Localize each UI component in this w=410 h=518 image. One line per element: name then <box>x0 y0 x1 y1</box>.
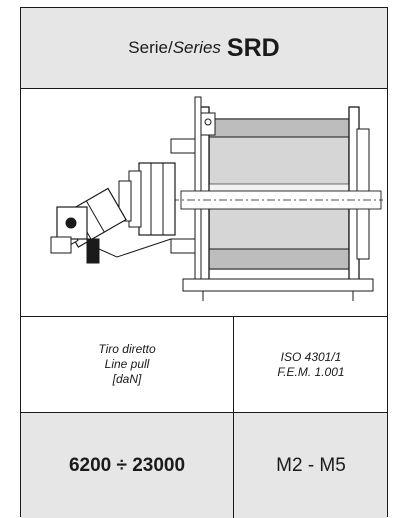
line-pull-value: 6200 ÷ 23000 <box>68 454 186 476</box>
standard-value: M2 - M5 <box>276 454 346 476</box>
winch-drawing-icon <box>50 96 383 301</box>
product-card: Serie/Series SRD <box>20 7 388 518</box>
model-name: SRD <box>226 33 280 62</box>
standard-fem: F.E.M. 1.001 <box>277 364 345 379</box>
standard-iso: ISO 4301/1 <box>280 349 342 364</box>
series-prefix: Serie/ <box>128 38 173 57</box>
standard-header: ISO 4301/1 F.E.M. 1.001 <box>234 317 388 412</box>
line-pull-label-it: Tiro diretto <box>98 342 156 356</box>
line-pull-unit: [daN] <box>112 372 142 386</box>
series-word: Series <box>172 38 221 57</box>
line-pull-label-en: Line pull <box>104 357 150 371</box>
series-header: Serie/Series SRD <box>21 8 387 89</box>
spec-value-row: 6200 ÷ 23000 M2 - M5 <box>21 413 387 518</box>
column-divider <box>233 317 234 518</box>
line-pull-header: Tiro diretto Line pull [daN] <box>21 317 233 412</box>
spec-header-row: Tiro diretto Line pull [daN] ISO 4301/1 … <box>21 317 387 413</box>
winch-drawing-area <box>21 89 387 317</box>
